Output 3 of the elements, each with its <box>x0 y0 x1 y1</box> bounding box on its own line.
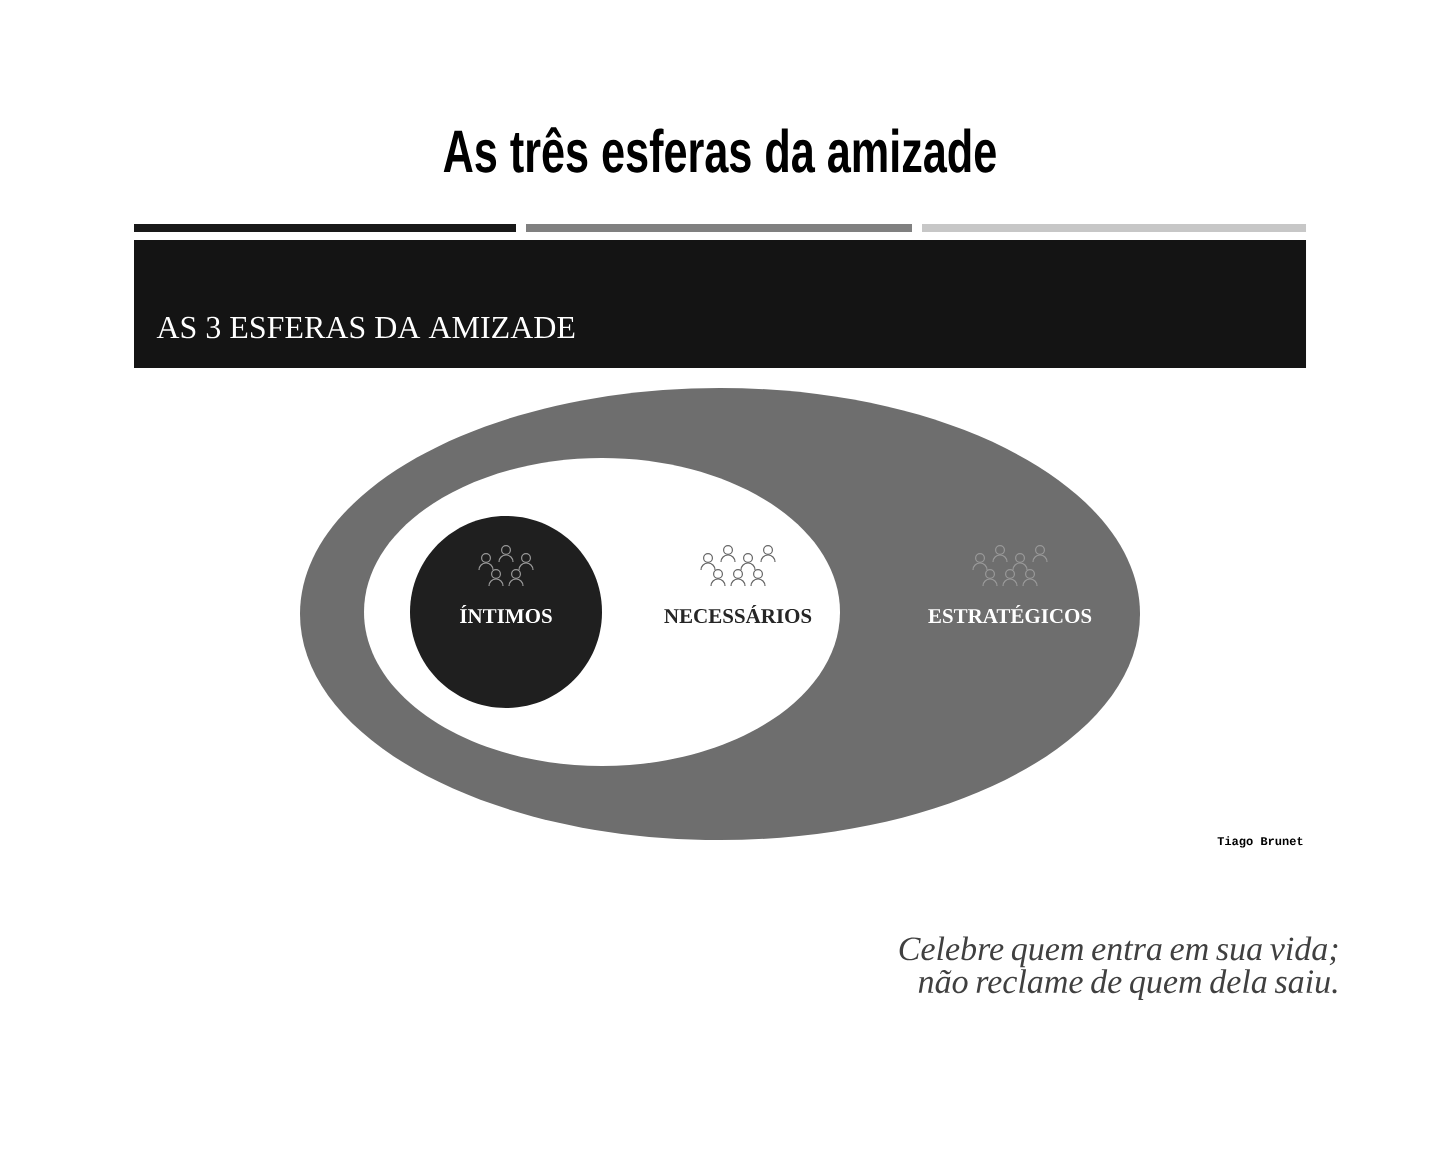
header-band: AS 3 ESFERAS DA AMIZADE <box>134 240 1306 368</box>
title: As três esferas da amizade <box>443 127 996 173</box>
quote: Celebre quem entra em sua vida; não reclame de quem dela saiu. <box>899 936 1338 1001</box>
